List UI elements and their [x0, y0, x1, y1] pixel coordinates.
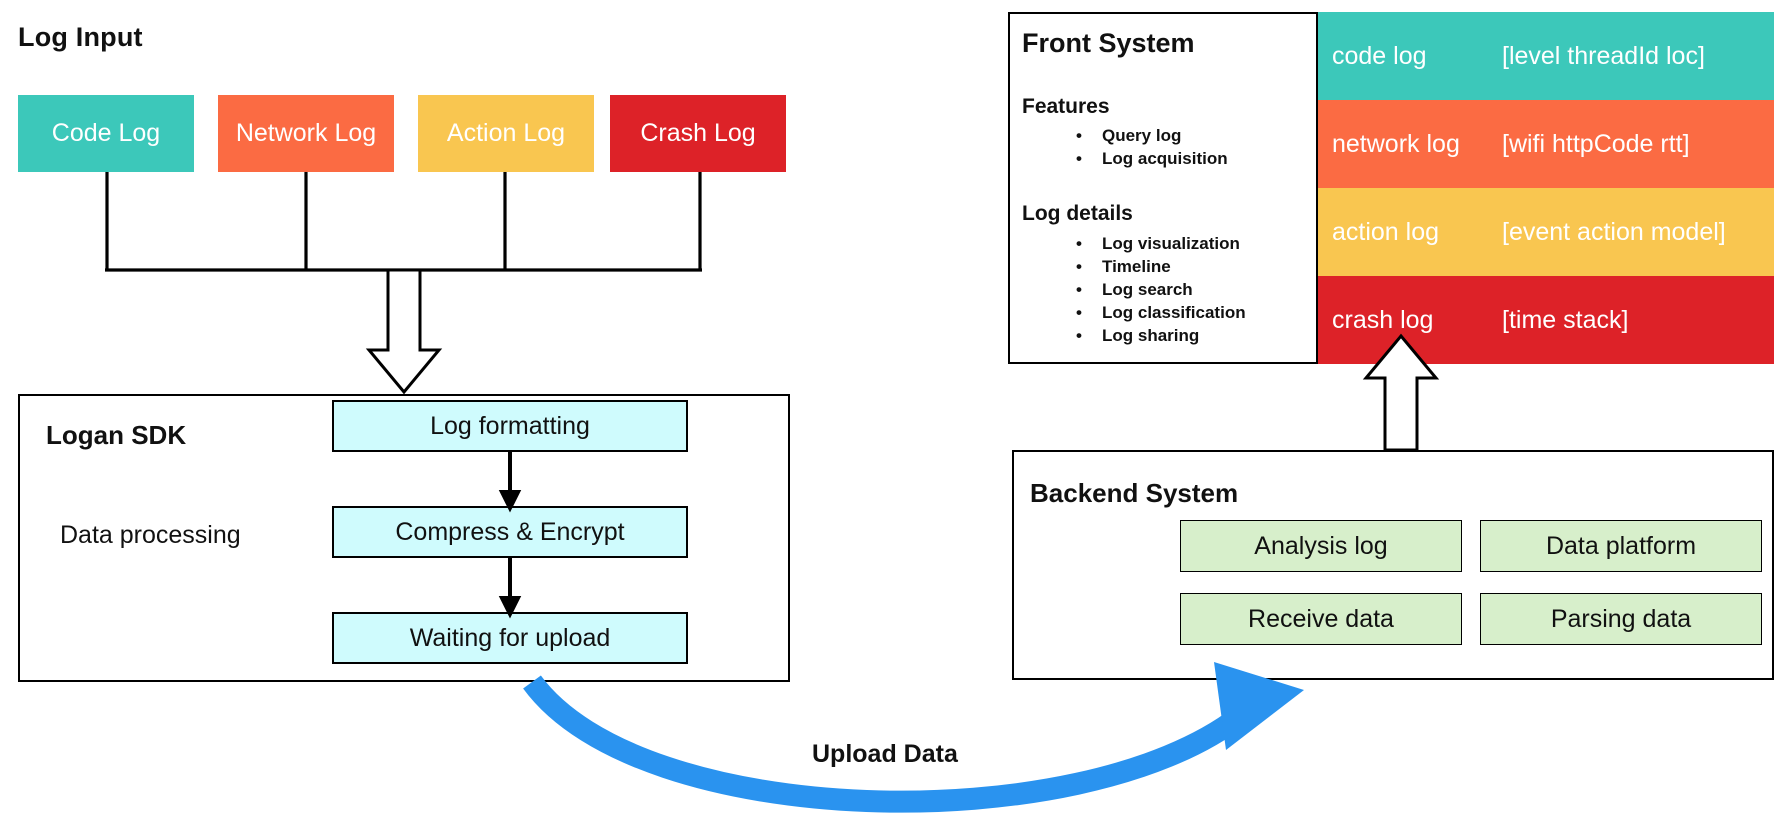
- log-type-fields: [level threadId loc]: [1502, 41, 1705, 70]
- backend-box[interactable]: Parsing data: [1480, 593, 1762, 645]
- log-type-name: action log: [1332, 217, 1440, 246]
- log-type-row[interactable]: code log [level threadId loc]: [1318, 12, 1774, 100]
- log-type-row[interactable]: network log [wifi httpCode rtt]: [1318, 100, 1774, 188]
- logan-sdk-step[interactable]: Compress & Encrypt: [332, 506, 688, 558]
- log-type-row-group: code log [level threadId loc] network log […: [1318, 12, 1774, 364]
- front-system-list-item: Log search: [1066, 278, 1246, 301]
- front-system-list-item: Timeline: [1066, 255, 1246, 278]
- front-system-features-heading: Features: [1022, 95, 1110, 118]
- front-system-list-item: Log visualization: [1066, 232, 1246, 255]
- logan-sdk-title: Logan SDK: [46, 420, 187, 450]
- log-type-fields: [event action model]: [1502, 217, 1726, 246]
- log-type-name: code log: [1332, 41, 1427, 70]
- backend-system-title: Backend System: [1030, 478, 1239, 508]
- backend-box[interactable]: Data platform: [1480, 520, 1762, 572]
- logan-sdk-step[interactable]: Waiting for upload: [332, 612, 688, 664]
- log-type-name: network log: [1332, 129, 1460, 158]
- log-type-fields: [wifi httpCode rtt]: [1502, 129, 1690, 158]
- front-system-details-heading: Log details: [1022, 202, 1133, 225]
- log-type-fields: [time stack]: [1502, 305, 1629, 334]
- upload-data-label: Upload Data: [812, 740, 958, 768]
- front-system-list-item: Log acquisition: [1066, 147, 1228, 170]
- hollow-arrow-down-icon: [365, 268, 443, 395]
- log-source-chip[interactable]: Network Log: [218, 95, 394, 172]
- log-type-row[interactable]: crash log [time stack]: [1318, 276, 1774, 364]
- logan-sdk-step[interactable]: Log formatting: [332, 400, 688, 452]
- log-type-row[interactable]: action log [event action model]: [1318, 188, 1774, 276]
- log-type-name: crash log: [1332, 305, 1434, 334]
- front-system-list-item: Log sharing: [1066, 324, 1246, 347]
- front-system-list-item: Log classification: [1066, 301, 1246, 324]
- logan-sdk-subtitle: Data processing: [60, 521, 241, 549]
- log-input-title: Log Input: [18, 22, 143, 52]
- backend-box[interactable]: Receive data: [1180, 593, 1462, 645]
- log-source-chip[interactable]: Crash Log: [610, 95, 786, 172]
- front-system-title: Front System: [1022, 28, 1195, 58]
- front-system-details-list: Log visualizationTimelineLog searchLog c…: [1066, 232, 1246, 347]
- front-system-features-list: Query logLog acquisition: [1066, 124, 1228, 170]
- backend-box[interactable]: Analysis log: [1180, 520, 1462, 572]
- log-source-chip[interactable]: Action Log: [418, 95, 594, 172]
- log-source-chip[interactable]: Code Log: [18, 95, 194, 172]
- front-system-list-item: Query log: [1066, 124, 1228, 147]
